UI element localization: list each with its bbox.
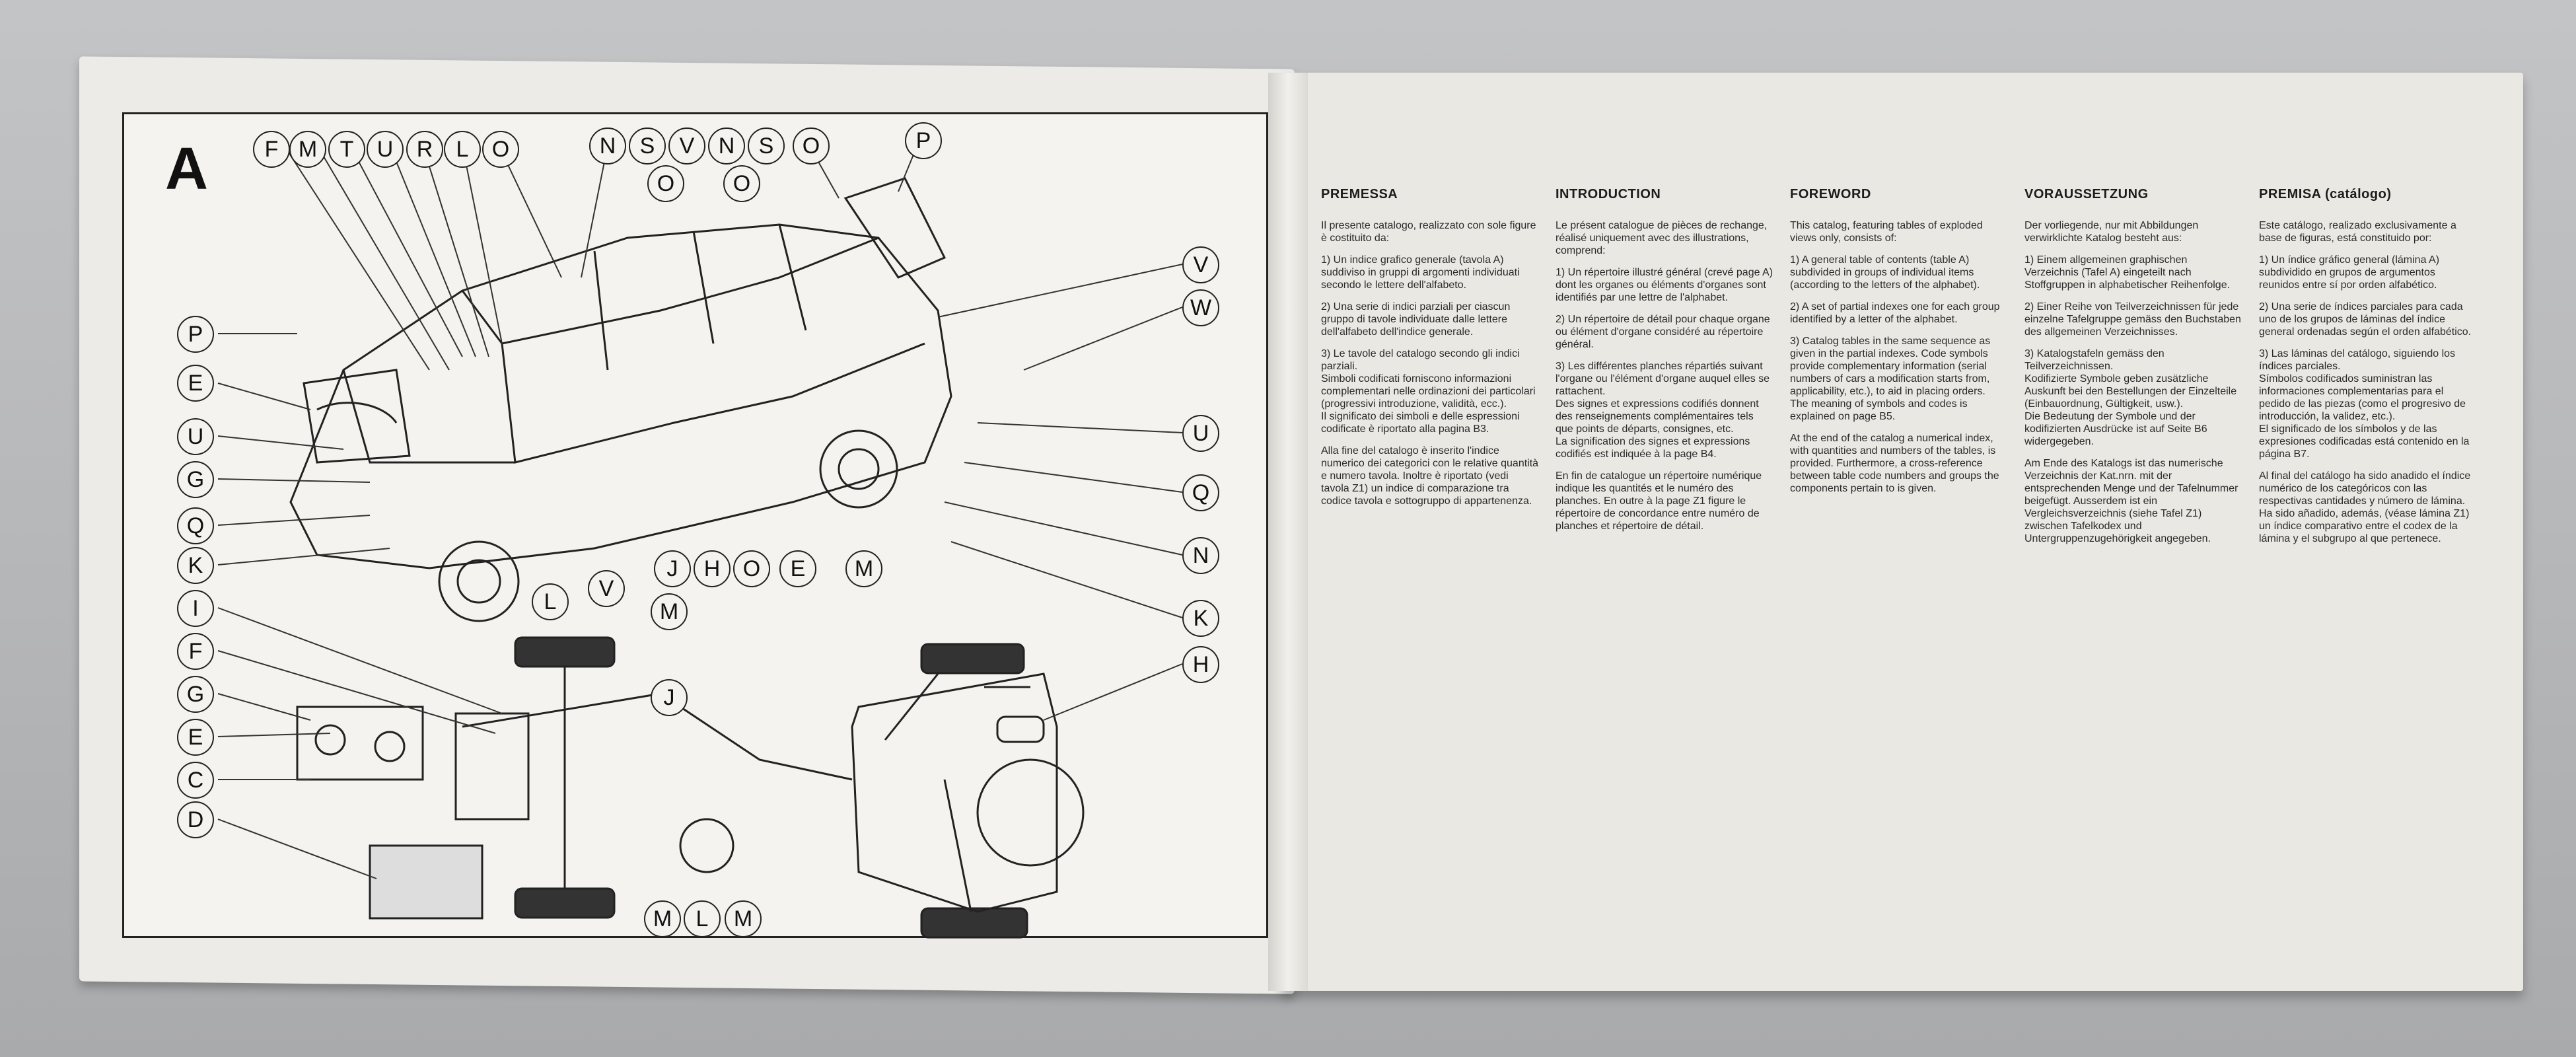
callout-right-6: K	[1182, 600, 1219, 637]
callout-left-5: Q	[177, 507, 214, 544]
callout-left-4: G	[177, 461, 214, 498]
callout-top-16: P	[905, 122, 942, 159]
callout-left-12: D	[177, 801, 214, 838]
callout-top-10: V	[668, 128, 705, 164]
column-paragraph: 3) Le tavole del catalogo secondo gli in…	[1321, 348, 1536, 435]
callout-top-15: O	[723, 165, 760, 202]
column-paragraph: 2) Una serie di indici parziali per cias…	[1321, 301, 1511, 338]
callout-top-3: T	[328, 131, 365, 168]
column-heading: VORAUSSETZUNG	[2024, 187, 2149, 201]
callout-left-3: U	[177, 418, 214, 455]
callout-right-5: N	[1182, 537, 1219, 574]
callout-right-2: W	[1182, 289, 1219, 326]
column-german: VORAUSSETZUNG Der vorliegende, nur mit A…	[2024, 188, 2242, 554]
column-paragraph: 2) Una serie de índices parciales para c…	[2259, 301, 2472, 338]
column-paragraph: 1) Un indice grafico generale (tavola A)…	[1321, 254, 1520, 291]
column-french: INTRODUCTION Le présent catalogue de piè…	[1556, 188, 1773, 542]
column-paragraph: At the end of the catalog a numerical in…	[1790, 433, 1999, 494]
column-paragraph: 2) Un répertoire de détail pour chaque o…	[1556, 314, 1770, 350]
column-paragraph: 3) Catalog tables in the same sequence a…	[1790, 336, 1991, 422]
column-heading: PREMISA (catálogo)	[2259, 187, 2392, 201]
car-body-outline	[289, 177, 952, 569]
column-paragraph: 2) A set of partial indexes one for each…	[1790, 301, 2000, 325]
callout-bottom-1: L	[532, 583, 569, 620]
callout-right-7: H	[1182, 646, 1219, 683]
callout-top-12: S	[748, 128, 785, 164]
callout-right-3: U	[1182, 415, 1219, 452]
callout-bottom-10: M	[644, 900, 681, 937]
column-heading: PREMESSA	[1321, 187, 1398, 201]
column-paragraph: 1) Einem allgemeinen graphischen Verzeic…	[2024, 254, 2231, 291]
callout-leader-lines	[217, 135, 1183, 879]
callout-right-1: V	[1182, 246, 1219, 283]
callout-top-14: O	[647, 165, 684, 202]
column-paragraph: Il presente catalogo, realizzato con sol…	[1321, 220, 1536, 244]
callout-top-13: O	[793, 128, 830, 164]
callout-top-9: S	[629, 128, 666, 164]
car-wheels	[438, 429, 898, 622]
column-paragraph: Le présent catalogue de pièces de rechan…	[1556, 220, 1768, 256]
callout-top-5: R	[406, 131, 443, 168]
callout-left-9: G	[177, 676, 214, 713]
column-paragraph: Al final del catálogo ha sido anadido el…	[2259, 470, 2471, 544]
column-paragraph: 1) Un répertoire illustré général (crevé…	[1556, 267, 1773, 303]
column-heading: INTRODUCTION	[1556, 187, 1661, 201]
column-italian: PREMESSA Il presente catalogo, realizzat…	[1321, 188, 1539, 517]
diagram-frame	[122, 112, 1268, 938]
callout-right-4: Q	[1182, 474, 1219, 511]
callout-left-10: E	[177, 719, 214, 756]
column-paragraph: Der vorliegende, nur mit Abbildungen ver…	[2024, 220, 2199, 244]
callout-left-2: E	[177, 365, 214, 402]
callout-bottom-8: M	[651, 593, 688, 630]
callout-top-11: N	[708, 128, 745, 164]
column-heading: FOREWORD	[1790, 187, 1871, 201]
column-paragraph: This catalog, featuring tables of explod…	[1790, 220, 1983, 244]
plate-letter: A	[165, 136, 208, 202]
callout-top-1: F	[253, 131, 290, 168]
callout-left-7: I	[177, 590, 214, 627]
callout-bottom-3: J	[654, 550, 691, 587]
callout-bottom-7: M	[845, 550, 882, 587]
column-paragraph: 3) Les différentes planches répartiés su…	[1556, 361, 1770, 460]
callout-left-8: F	[177, 633, 214, 670]
column-paragraph: Este catálogo, realizado exclusivamente …	[2259, 220, 2456, 244]
column-english: FOREWORD This catalog, featuring tables …	[1790, 188, 2008, 504]
callout-top-6: L	[444, 131, 481, 168]
callout-bottom-9: J	[651, 679, 688, 716]
column-spanish: PREMISA (catálogo) Este catálogo, realiz…	[2259, 188, 2477, 554]
column-paragraph: 1) A general table of contents (table A)…	[1790, 254, 1980, 291]
book-gutter	[1268, 73, 1308, 991]
callout-bottom-11: L	[684, 900, 721, 937]
chassis-drawing	[296, 636, 1085, 939]
callout-left-1: P	[177, 316, 214, 353]
callout-left-6: K	[177, 547, 214, 584]
column-paragraph: 3) Katalogstafeln gemäss den Teilverzeic…	[2024, 348, 2237, 447]
callout-top-8: N	[589, 128, 626, 164]
callout-bottom-5: O	[733, 550, 770, 587]
callout-bottom-12: M	[725, 900, 762, 937]
column-paragraph: 2) Einer Reihe von Teilverzeichnissen fü…	[2024, 301, 2241, 338]
callout-top-4: U	[367, 131, 404, 168]
callout-bottom-2: V	[588, 570, 625, 607]
column-paragraph: Alla fine del catalogo è inserito l'indi…	[1321, 445, 1539, 507]
callout-bottom-4: H	[694, 550, 731, 587]
column-paragraph: En fin de catalogue un répertoire numéri…	[1556, 470, 1762, 532]
callout-top-2: M	[289, 131, 326, 168]
column-paragraph: 3) Las láminas del catálogo, siguiendo l…	[2259, 348, 2470, 460]
right-page	[1281, 73, 2523, 991]
column-paragraph: Am Ende des Katalogs ist das numerische …	[2024, 458, 2238, 544]
callout-bottom-6: E	[779, 550, 816, 587]
callout-left-11: C	[177, 762, 214, 799]
column-paragraph: 1) Un índice gráfico general (lámina A) …	[2259, 254, 2440, 291]
callout-top-7: O	[482, 131, 519, 168]
